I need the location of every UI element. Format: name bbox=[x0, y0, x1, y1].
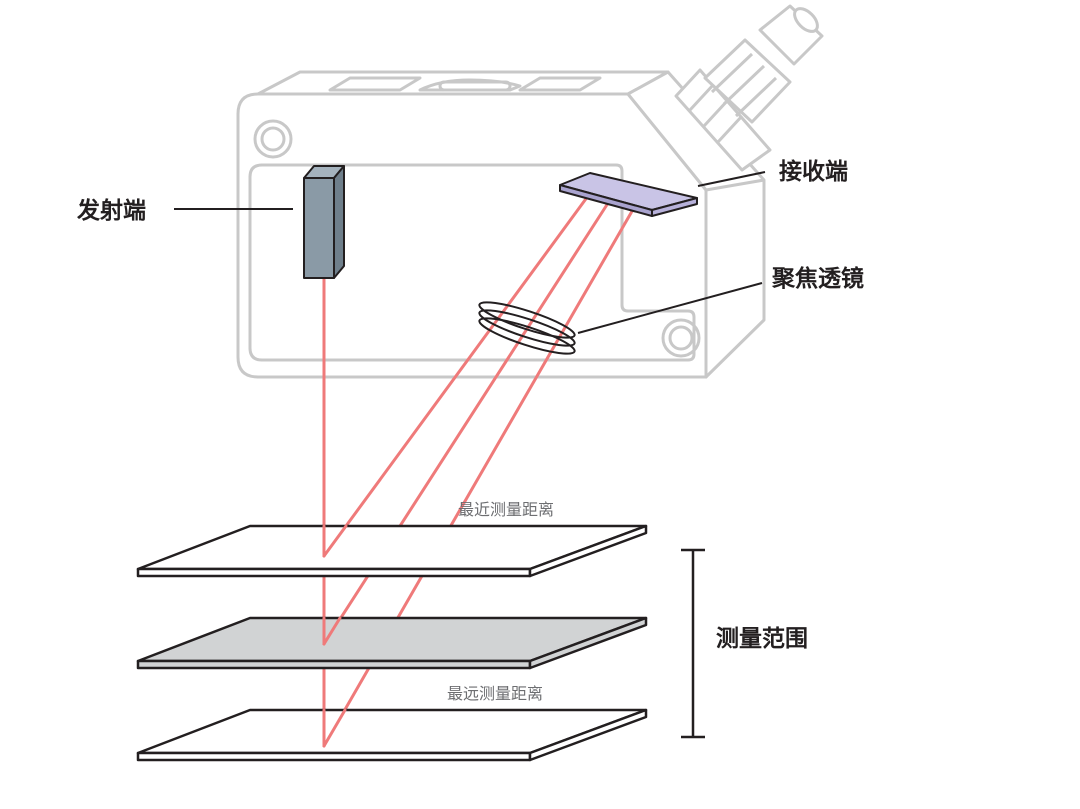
middle-plane bbox=[136, 616, 648, 670]
cable-connector-icon bbox=[674, 4, 824, 172]
callout-lines bbox=[174, 171, 766, 334]
beam-hit-segments bbox=[322, 524, 348, 748]
measurement-range-bracket bbox=[681, 548, 705, 739]
receiver-sensor bbox=[559, 172, 698, 217]
far-plane bbox=[136, 708, 648, 762]
mounting-hole-icon bbox=[661, 318, 701, 358]
focusing-lens bbox=[478, 301, 576, 355]
callout-line-lens bbox=[577, 282, 763, 334]
label-emitter: 发射端 bbox=[77, 198, 146, 224]
target-planes bbox=[136, 524, 648, 762]
emitter-block bbox=[303, 165, 345, 279]
near-plane bbox=[136, 524, 648, 578]
label-farthest-distance: 最远测量距离 bbox=[447, 684, 544, 703]
reflected-beam-near bbox=[322, 194, 590, 558]
sensor-housing bbox=[236, 70, 766, 379]
label-nearest-distance: 最近测量距离 bbox=[458, 500, 555, 519]
mounting-hole-icon bbox=[253, 119, 293, 159]
label-measurement-range: 测量范围 bbox=[716, 626, 808, 652]
callout-line-receiver bbox=[697, 171, 766, 187]
label-focusing-lens: 聚焦透镜 bbox=[772, 266, 864, 292]
label-receiver: 接收端 bbox=[779, 159, 848, 185]
